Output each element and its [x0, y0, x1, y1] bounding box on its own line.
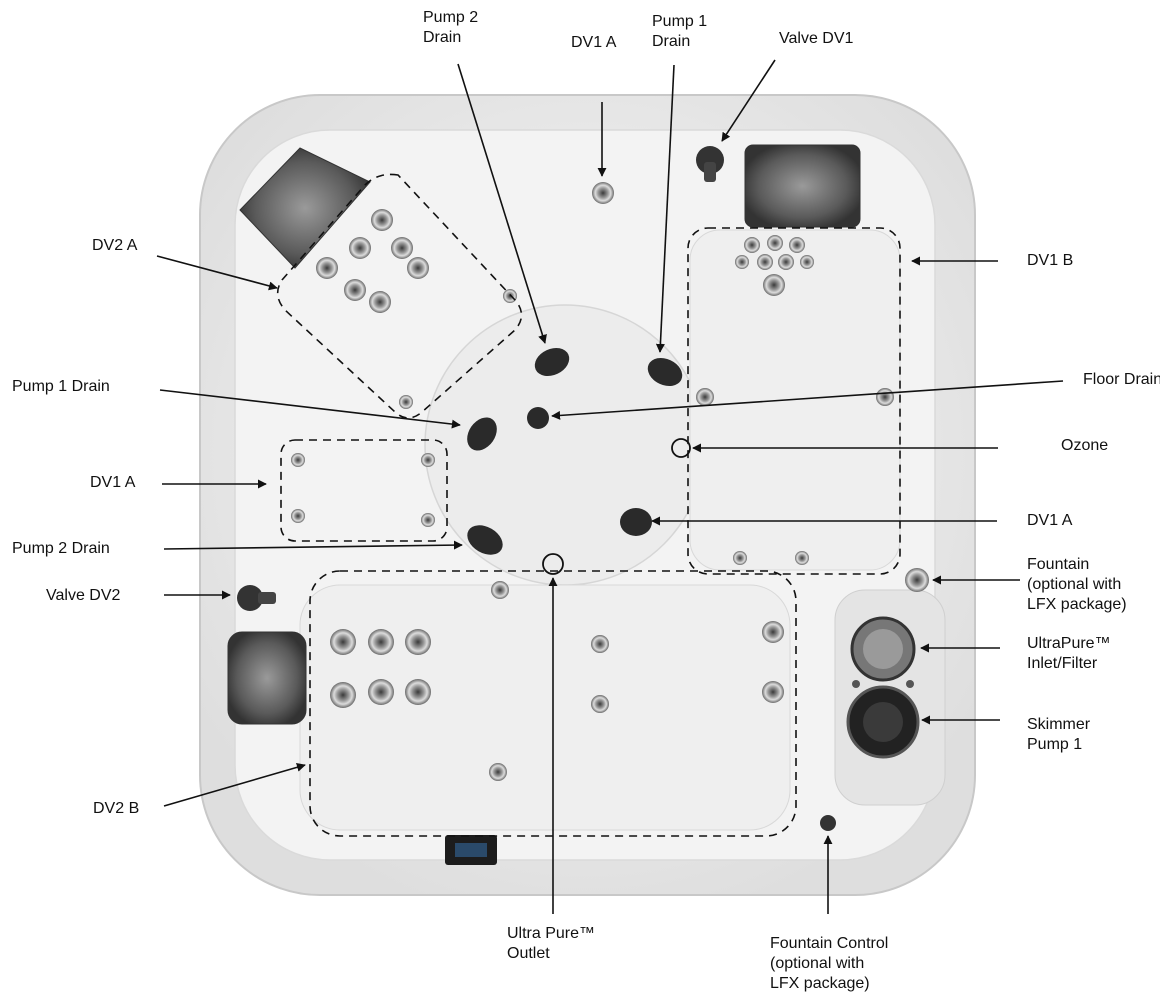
label-pump2-drain-top: Pump 2 Drain — [423, 9, 479, 46]
drains — [467, 347, 683, 555]
label-ultrapure-outlet: Ultra Pure™ Outlet — [507, 925, 596, 962]
label-valve-dv1: Valve DV1 — [779, 30, 854, 47]
fountain-control — [820, 815, 836, 831]
arrow-dv2-b — [163, 762, 306, 807]
arrow-dv2-a — [156, 255, 278, 291]
label-dv1-a-left: DV1 A — [90, 474, 136, 491]
zone-dv1-b — [687, 227, 901, 575]
valve-dv1 — [696, 146, 724, 182]
label-pump1-drain-left: Pump 1 Drain — [12, 378, 110, 395]
arrow-pump1-drain-top — [655, 64, 675, 353]
label-dv2-a: DV2 A — [92, 237, 138, 254]
label-pump1-drain-top: Pump 1 Drain — [652, 13, 708, 50]
label-ultrapure-inlet: UltraPure™ Inlet/Filter — [1027, 635, 1111, 672]
jets-dv2-b — [330, 581, 784, 781]
label-ozone: Ozone — [1061, 437, 1109, 454]
valve-dv2 — [237, 585, 276, 611]
jet-dv1-a-top — [592, 182, 614, 204]
arrow-pump1-drain-left — [159, 389, 461, 429]
ozone-marker — [671, 438, 691, 458]
pillow-top-right — [744, 144, 861, 228]
label-dv1-b: DV1 B — [1027, 252, 1074, 269]
lounger-bottom — [299, 584, 791, 831]
zone-dv2-a — [276, 173, 523, 419]
label-dv1-a-right: DV1 A — [1027, 512, 1073, 529]
label-fountain: Fountain (optional with LFX package) — [1027, 556, 1127, 613]
fountain — [905, 568, 929, 592]
label-fountain-control: Fountain Control (optional with LFX pack… — [770, 935, 889, 992]
label-dv1-a-top: DV1 A — [571, 34, 617, 51]
label-floor-drain: Floor Drain — [1083, 371, 1160, 388]
jets-dv2-a — [316, 209, 517, 409]
zone-dv1-a-left — [280, 439, 448, 542]
pillow-top-left — [239, 147, 371, 269]
jets-dv1-b — [696, 235, 894, 565]
label-pump2-drain-left: Pump 2 Drain — [12, 540, 110, 557]
label-valve-dv2: Valve DV2 — [46, 587, 121, 604]
pillow-bottom-left — [227, 631, 307, 725]
footwell — [424, 304, 706, 586]
label-skimmer: Skimmer Pump 1 — [1027, 716, 1091, 753]
ultrapure-outlet-marker — [542, 553, 564, 575]
jets-dv1-a-left — [291, 453, 435, 527]
leader-lines — [156, 59, 1064, 914]
arrow-pump2-drain-top — [457, 63, 547, 344]
label-dv2-b: DV2 B — [93, 800, 140, 817]
arrow-floor-drain — [551, 380, 1064, 420]
arrow-pump2-drain-left — [163, 540, 463, 550]
arrow-valve-dv1 — [721, 59, 776, 142]
